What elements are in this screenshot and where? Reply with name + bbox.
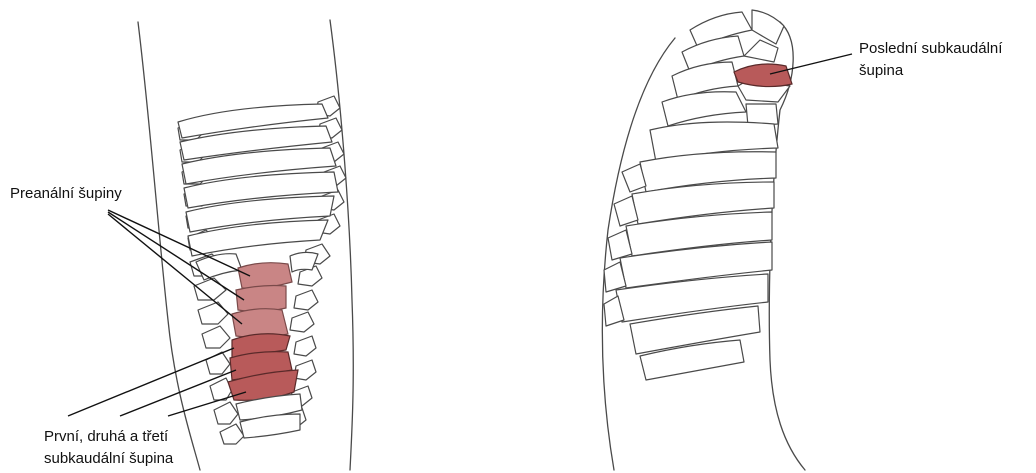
preanal-label: Preanální šupiny <box>10 185 122 202</box>
ventral-view-drawing <box>138 20 353 470</box>
last-subcaudal-leader <box>770 54 852 74</box>
last-subcaudal-label-line2: šupina <box>859 62 904 79</box>
first-subcaudal-scales <box>228 334 298 401</box>
preanal-scale-1 <box>238 263 292 289</box>
subcaudal-label-line1: První, druhá a třetí <box>44 428 169 445</box>
tail-lateral-scales <box>616 122 778 380</box>
tail-tip-drawing <box>602 10 805 470</box>
subcaudal-leader-1 <box>68 348 234 416</box>
preanal-scales <box>232 263 292 338</box>
right-body-outline <box>330 20 353 470</box>
subcaudal-label-line2: subkaudální šupina <box>44 450 174 467</box>
last-subcaudal-scale <box>734 64 792 87</box>
last-subcaudal-label-line1: Poslední subkaudální <box>859 40 1003 57</box>
preanal-scale-2 <box>236 286 286 312</box>
labels: Preanální šupiny První, druhá a třetí su… <box>10 40 1003 467</box>
